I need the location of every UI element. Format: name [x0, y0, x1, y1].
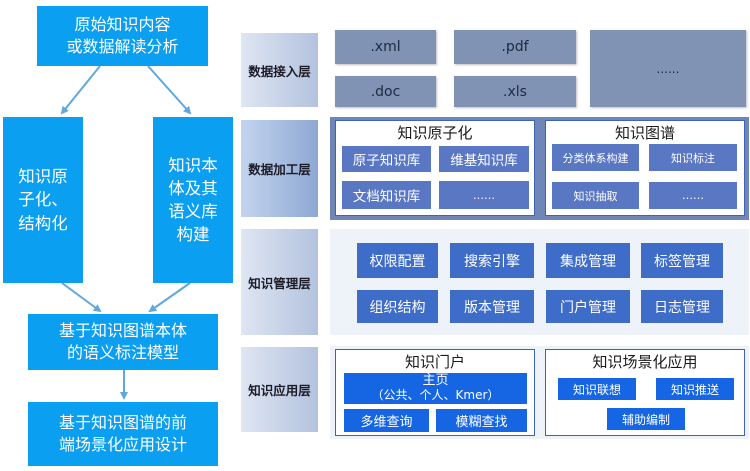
knowledge-graph-title: 知识图谱: [614, 123, 675, 142]
tag-management[interactable]: 标签管理: [641, 243, 723, 278]
atomization-more: ……: [439, 181, 529, 209]
atomization-title: 知识原子化: [397, 123, 473, 142]
knowledge-extraction[interactable]: 知识抽取: [552, 182, 639, 209]
arrow-top-to-left: [60, 65, 101, 115]
flow-step-semantic-model: 基于知识图谱本体 的语义标注模型: [28, 314, 218, 370]
flow-step-atomization: 知识原 子化、 结构化: [3, 117, 83, 283]
knowledge-portal-title: 知识门户: [404, 352, 465, 371]
flow-step-ontology: 知识本 体及其 语义库 构建: [153, 117, 233, 283]
knowledge-push[interactable]: 知识推送: [656, 378, 734, 400]
search-engine[interactable]: 搜索引擎: [450, 243, 534, 278]
document-knowledge-base[interactable]: 文档知识库: [342, 181, 431, 209]
layer-label-apply: 知识应用层: [241, 347, 318, 432]
wiki-knowledge-base[interactable]: 维基知识库: [439, 146, 529, 172]
graph-more: ……: [649, 182, 737, 209]
fuzzy-search[interactable]: 模糊查找: [436, 409, 527, 432]
portal-home[interactable]: 主页 （公共、个人、Kmer）: [344, 373, 527, 404]
atomization-panel: 知识原子化 原子知识库 维基知识库 文档知识库 ……: [335, 120, 535, 216]
format-more: ......: [590, 30, 746, 107]
portal-management[interactable]: 门户管理: [546, 290, 630, 323]
taxonomy-construction[interactable]: 分类体系构建: [552, 144, 639, 171]
layer-label-manage: 知识管理层: [241, 229, 318, 335]
arrow-top-to-right: [147, 65, 192, 115]
format-doc: .doc: [335, 76, 436, 107]
layer-label-ingest: 数据接入层: [241, 33, 318, 107]
multi-dimensional-query[interactable]: 多维查询: [344, 409, 429, 432]
arrow-right-to-model: [148, 282, 191, 313]
format-pdf: .pdf: [454, 30, 576, 64]
org-structure[interactable]: 组织结构: [357, 290, 438, 323]
portal-home-sub: （公共、个人、Kmer）: [371, 388, 500, 402]
format-xml: .xml: [335, 30, 436, 64]
layer-label-process: 数据加工层: [241, 120, 318, 217]
knowledge-graph-panel: 知识图谱 分类体系构建 知识标注 知识抽取 ……: [545, 120, 745, 216]
flow-step-frontend-design: 基于知识图谱的前 端场景化应用设计: [28, 402, 218, 466]
knowledge-portal-panel: 知识门户 主页 （公共、个人、Kmer） 多维查询 模糊查找: [335, 349, 535, 436]
knowledge-association[interactable]: 知识联想: [558, 378, 636, 400]
format-xls: .xls: [454, 76, 576, 107]
log-management[interactable]: 日志管理: [641, 290, 723, 323]
flow-step-raw-knowledge: 原始知识内容 或数据解读分析: [37, 6, 208, 66]
knowledge-annotation[interactable]: 知识标注: [649, 144, 737, 171]
scenario-application-title: 知识场景化应用: [592, 352, 698, 371]
atomic-knowledge-base[interactable]: 原子知识库: [342, 146, 431, 172]
integration-management[interactable]: 集成管理: [546, 243, 630, 278]
arrow-left-to-model: [61, 282, 102, 313]
portal-home-label: 主页: [422, 373, 449, 388]
scenario-application-panel: 知识场景化应用 知识联想 知识推送 辅助编制: [545, 349, 745, 436]
assisted-compilation[interactable]: 辅助编制: [607, 408, 685, 430]
version-management[interactable]: 版本管理: [450, 290, 534, 323]
permission-config[interactable]: 权限配置: [357, 243, 438, 278]
